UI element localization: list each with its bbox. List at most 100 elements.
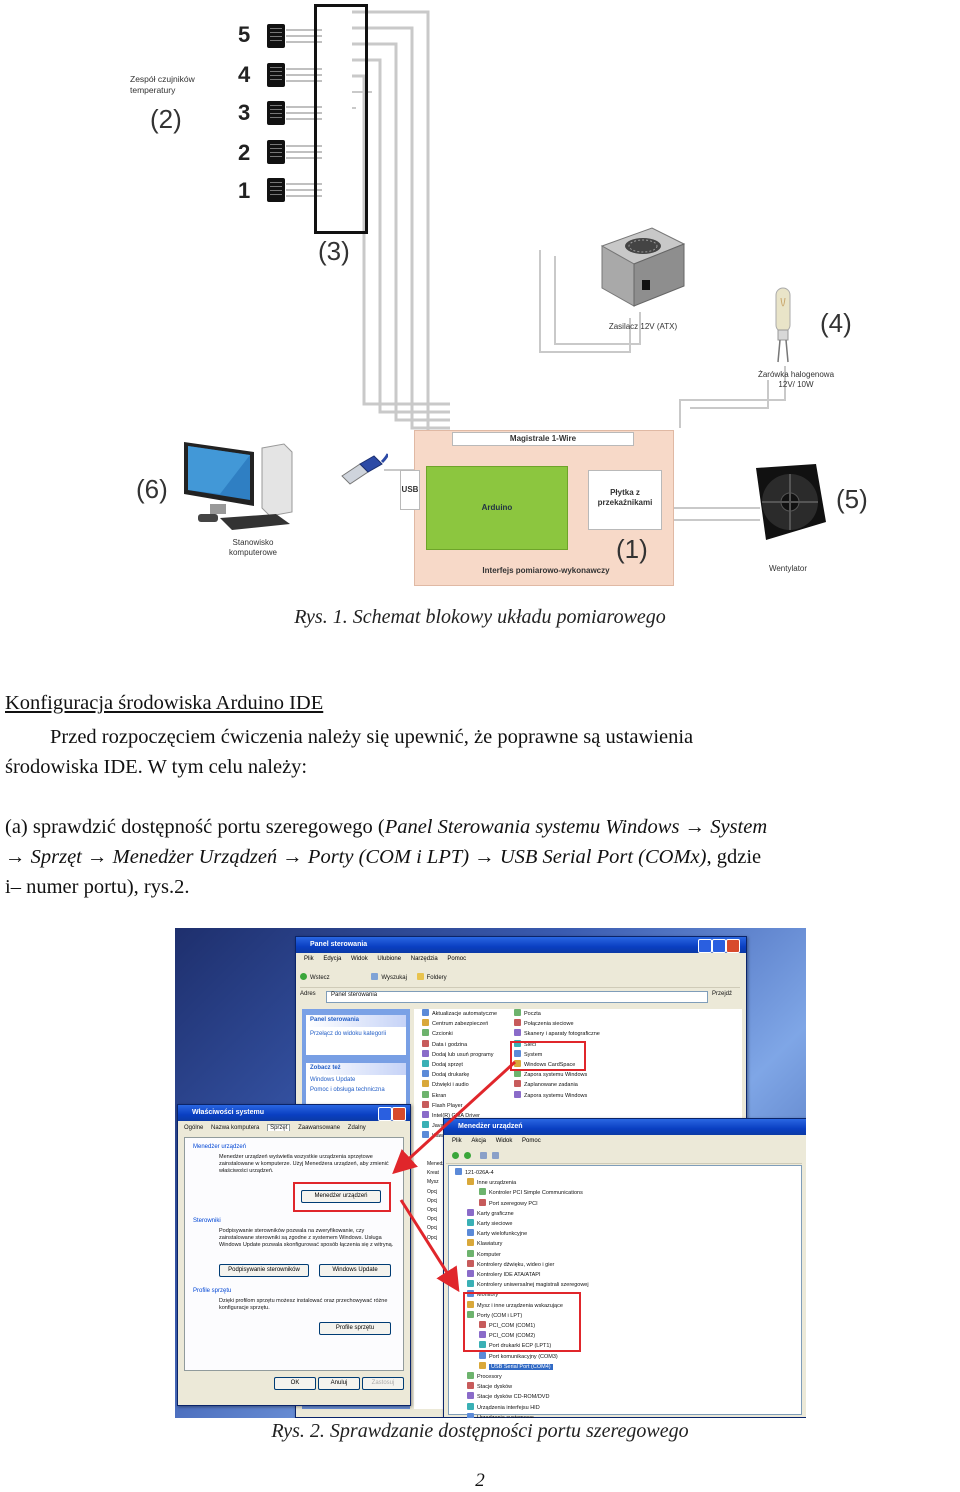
close-icon[interactable] bbox=[392, 1107, 406, 1121]
device-tree-node[interactable]: Stacje dysków bbox=[455, 1382, 589, 1392]
device-tree-node[interactable]: Port drukarki ECP (LPT1) bbox=[455, 1341, 589, 1351]
control-panel-item-label: Data i godzina bbox=[432, 1041, 468, 1048]
dm-menu-widok[interactable]: Widok bbox=[495, 1138, 513, 1144]
tag-3: (3) bbox=[318, 236, 350, 266]
control-panel-item[interactable]: Data i godzina bbox=[422, 1039, 497, 1050]
control-panel-item[interactable]: Zaplanowane zadania bbox=[514, 1080, 600, 1090]
control-panel-item[interactable]: System bbox=[514, 1049, 600, 1060]
device-tree-node[interactable]: Stacje dysków CD-ROM/DVD bbox=[455, 1392, 589, 1402]
device-tree-node[interactable]: PCI_COM (COM2) bbox=[455, 1331, 589, 1341]
cancel-button[interactable]: Anuluj bbox=[318, 1377, 360, 1390]
folder-icon[interactable] bbox=[416, 973, 424, 980]
go-button[interactable]: Przejdź bbox=[712, 991, 733, 997]
partial-item: Opcj bbox=[427, 1234, 438, 1241]
device-tree-label: Karty wielofunkcyjne bbox=[477, 1231, 528, 1238]
dm-menu-akcja[interactable]: Akcja bbox=[471, 1138, 487, 1144]
device-tree-node[interactable]: Inne urządzenia bbox=[455, 1178, 589, 1188]
back-button[interactable]: Wstecz bbox=[310, 975, 330, 981]
back-icon[interactable] bbox=[452, 1152, 459, 1159]
device-tree-node[interactable]: USB Serial Port (COM4) bbox=[455, 1361, 589, 1372]
help-link[interactable]: Pomoc i obsługa techniczna bbox=[310, 1086, 385, 1093]
driver-signing-button[interactable]: Podpisywanie sterowników bbox=[219, 1264, 309, 1277]
control-panel-item[interactable]: Zapora systemu Windows bbox=[514, 1070, 600, 1080]
device-icon bbox=[479, 1188, 486, 1196]
help-icon[interactable] bbox=[492, 1152, 499, 1159]
minimize-icon[interactable] bbox=[698, 939, 712, 953]
control-panel-item[interactable]: Czcionki bbox=[422, 1029, 497, 1039]
hardware-profiles-button[interactable]: Profile sprzętu bbox=[319, 1322, 391, 1335]
control-panel-item[interactable]: Dodaj lub usuń programy bbox=[422, 1049, 497, 1060]
device-tree-node[interactable]: Komputer bbox=[455, 1249, 589, 1260]
control-panel-item[interactable]: Dodaj drukarkę bbox=[422, 1070, 497, 1080]
address-field[interactable]: Panel sterowania bbox=[326, 991, 708, 1003]
control-panel-item-icon bbox=[422, 1029, 429, 1037]
properties-icon[interactable] bbox=[480, 1152, 487, 1159]
device-tree-node[interactable]: Kontrolery dźwięku, wideo i gier bbox=[455, 1259, 589, 1270]
device-tree-node[interactable]: Port szeregowy PCI bbox=[455, 1198, 589, 1209]
forward-icon[interactable] bbox=[464, 1152, 471, 1159]
device-tree-node[interactable]: Klawiatury bbox=[455, 1239, 589, 1249]
device-tree-node[interactable]: Procesory bbox=[455, 1372, 589, 1382]
menu-pomoc[interactable]: Pomoc bbox=[447, 956, 467, 962]
search-icon[interactable] bbox=[371, 973, 379, 980]
figure-screenshot: Panel sterowania Plik Edycja Widok Ulubi… bbox=[175, 928, 806, 1418]
control-panel-item[interactable]: Zapora systemu Windows bbox=[514, 1090, 600, 1101]
menu-narzedzia[interactable]: Narzędzia bbox=[410, 956, 438, 962]
tab-nazwa-komputera[interactable]: Nazwa komputera bbox=[211, 1125, 260, 1131]
device-tree-node[interactable]: Urządzenia interfejsu HID bbox=[455, 1402, 589, 1413]
control-panel-item-icon bbox=[422, 1039, 429, 1047]
device-tree-node[interactable]: Mysz i inne urządzenia wskazujące bbox=[455, 1300, 589, 1311]
control-panel-item[interactable]: Flash Player bbox=[422, 1100, 497, 1111]
control-panel-item[interactable]: Java bbox=[422, 1121, 497, 1131]
control-panel-item[interactable]: Sieci bbox=[514, 1039, 600, 1050]
control-panel-item[interactable]: Dźwięki i audio bbox=[422, 1080, 497, 1090]
device-tree-node[interactable]: Karty graficzne bbox=[455, 1208, 589, 1219]
menu-widok[interactable]: Widok bbox=[351, 956, 368, 962]
control-panel-item[interactable]: Poczta bbox=[514, 1009, 600, 1019]
control-panel-item[interactable]: Ekran bbox=[422, 1090, 497, 1101]
device-tree-node[interactable]: Kontrolery uniwersalnej magistrali szere… bbox=[455, 1280, 589, 1290]
menu-edycja[interactable]: Edycja bbox=[323, 956, 342, 962]
windows-update-link[interactable]: Windows Update bbox=[310, 1076, 356, 1083]
close-icon[interactable] bbox=[726, 939, 740, 953]
help-icon[interactable] bbox=[378, 1107, 392, 1121]
control-panel-item[interactable]: Skanery i aparaty fotograficzne bbox=[514, 1029, 600, 1039]
control-panel-item-icon bbox=[422, 1070, 429, 1078]
device-tree-node[interactable]: Urządzenia systemowe bbox=[455, 1412, 589, 1418]
device-tree-node[interactable]: Port komunikacyjny (COM3) bbox=[455, 1351, 589, 1362]
device-tree-node[interactable]: Karty wielofunkcyjne bbox=[455, 1229, 589, 1239]
menu-ulubione[interactable]: Ulubione bbox=[377, 956, 402, 962]
tab-zaawansowane[interactable]: Zaawansowane bbox=[298, 1125, 341, 1131]
ok-button[interactable]: OK bbox=[274, 1377, 316, 1390]
control-panel-item[interactable]: Aktualizacje automatyczne bbox=[422, 1009, 497, 1019]
tab-ogolne[interactable]: Ogólne bbox=[184, 1125, 204, 1131]
device-manager-button[interactable]: Menedżer urządzeń bbox=[301, 1190, 381, 1203]
device-tree-node[interactable]: Karty sieciowe bbox=[455, 1219, 589, 1229]
device-tree-node[interactable]: Kontrolery IDE ATA/ATAPI bbox=[455, 1270, 589, 1280]
device-manager-titlebar: Menedżer urządzeń bbox=[444, 1119, 806, 1135]
maximize-icon[interactable] bbox=[712, 939, 726, 953]
search-button[interactable]: Wyszukaj bbox=[381, 975, 407, 981]
back-arrow-icon[interactable] bbox=[300, 973, 307, 980]
control-panel-item[interactable]: Dodaj sprzęt bbox=[422, 1060, 497, 1070]
control-panel-item[interactable]: Windows CardSpace bbox=[514, 1060, 600, 1070]
folders-button[interactable]: Foldery bbox=[426, 975, 447, 981]
dm-menu-pomoc[interactable]: Pomoc bbox=[522, 1138, 541, 1144]
windows-update-button[interactable]: Windows Update bbox=[319, 1264, 391, 1277]
device-tree-node[interactable]: 121-026A-4 bbox=[455, 1168, 589, 1178]
device-tree-node[interactable]: Kontroler PCI Simple Communications bbox=[455, 1188, 589, 1198]
control-panel-item[interactable]: Połączenia sieciowe bbox=[514, 1019, 600, 1029]
menu-plik[interactable]: Plik bbox=[304, 956, 314, 962]
device-icon bbox=[467, 1280, 474, 1288]
tag-1: (1) bbox=[616, 534, 648, 564]
control-panel-item[interactable]: Centrum zabezpieczeń bbox=[422, 1019, 497, 1029]
device-tree-label: Monitory bbox=[477, 1292, 499, 1299]
dm-menu-plik[interactable]: Plik bbox=[452, 1138, 462, 1144]
tab-sprzet[interactable]: Sprzęt bbox=[267, 1124, 291, 1131]
apply-button[interactable]: Zastosuj bbox=[362, 1377, 404, 1390]
switch-view-link[interactable]: Przełącz do widoku kategorii bbox=[310, 1030, 387, 1037]
device-tree-node[interactable]: PCI_COM (COM1) bbox=[455, 1321, 589, 1331]
sensor-chip-5 bbox=[267, 24, 285, 48]
device-tree-node[interactable]: Porty (COM i LPT) bbox=[455, 1310, 589, 1321]
tab-zdalny[interactable]: Zdalny bbox=[347, 1125, 366, 1131]
